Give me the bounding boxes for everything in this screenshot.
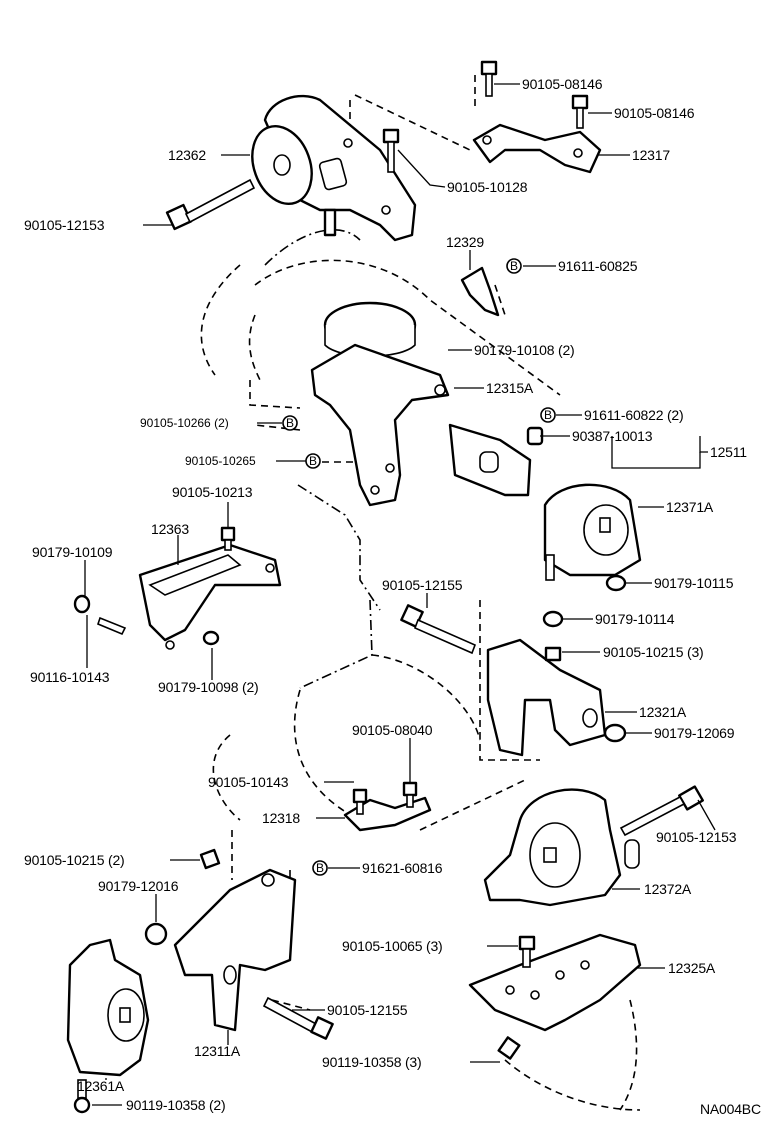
part-label: 12371A [666, 499, 714, 515]
callout-b-icon: B [540, 407, 556, 423]
callout-b-icon: B [282, 415, 298, 431]
bolt-90105-12155-mid [400, 604, 477, 655]
svg-text:B: B [316, 861, 324, 875]
bolt-90105-12153-right [619, 785, 704, 837]
nut-group-right [542, 574, 627, 628]
part-label: 90105-12153 [656, 829, 737, 845]
part-12317-bracket [472, 123, 602, 174]
part-label: 90105-10213 [172, 484, 253, 500]
leader-lines [84, 83, 716, 1106]
part-12371A-mount [543, 483, 642, 581]
part-label: 90105-10128 [447, 179, 528, 195]
part-12321A-bracket [486, 638, 627, 757]
part-label: 90119-10358 (3) [322, 1054, 422, 1070]
part-label: 90116-10143 [30, 669, 110, 685]
part-label: 90387-10013 [572, 428, 653, 444]
svg-text:B: B [544, 408, 552, 422]
part-12318-bracket [343, 781, 432, 832]
part-12315A-bracket [310, 301, 450, 507]
part-label: 90105-10265 [185, 454, 256, 468]
part-label: 90105-10143 [208, 774, 289, 790]
svg-text:B: B [286, 416, 294, 430]
svg-text:B: B [309, 454, 317, 468]
part-label: 90105-10266 (2) [140, 416, 229, 430]
part-label: 90105-12155 [382, 577, 463, 593]
part-label: 12315A [486, 380, 534, 396]
part-12361A-mount [66, 938, 150, 1114]
part-label: 90179-10114 [595, 611, 675, 627]
part-label: 12329 [446, 234, 484, 250]
part-12511-damper [448, 423, 544, 497]
bolt-90105-12155-lower [262, 996, 334, 1040]
part-label: 90105-08146 [522, 76, 603, 92]
part-label: 90105-10215 (3) [603, 644, 704, 660]
part-label: 12325A [668, 960, 716, 976]
part-label: 12311A [194, 1043, 241, 1059]
part-label: 91621-60816 [362, 860, 443, 876]
part-label: 90105-10065 (3) [342, 938, 443, 954]
callout-b-icon: B [506, 258, 522, 274]
part-label: 90105-12153 [24, 217, 105, 233]
part-label: 90105-10215 (2) [24, 852, 125, 868]
part-label: 12511 [710, 444, 747, 460]
part-label: 90179-10109 [32, 544, 113, 560]
part-label: 12317 [632, 147, 670, 163]
part-label: 90105-12155 [327, 1002, 408, 1018]
part-12363-bracket [73, 526, 282, 650]
part-label: 12321A [639, 704, 687, 720]
part-12362-upper-mount [251, 94, 417, 242]
part-12311A-bracket [144, 848, 297, 1032]
part-label: 90179-12069 [654, 725, 735, 741]
part-label: 12372A [644, 881, 692, 897]
part-label: 90179-10115 [654, 575, 734, 591]
part-label: 90179-10108 (2) [474, 342, 575, 358]
part-12372A-mount [483, 788, 640, 907]
part-12329-bracket [460, 266, 500, 317]
part-label: 91611-60822 (2) [584, 407, 684, 423]
part-label: 12361A [77, 1078, 125, 1094]
part-label: 90179-12016 [98, 878, 179, 894]
part-label: 90105-08146 [614, 105, 695, 121]
part-label: 12363 [151, 521, 189, 537]
part-label: 90119-10358 (2) [126, 1097, 226, 1113]
callout-b-icon: B [305, 453, 321, 469]
part-label: 91611-60825 [558, 258, 638, 274]
part-label: 12362 [168, 147, 206, 163]
part-label: 90179-10098 (2) [158, 679, 259, 695]
part-12325A-bracket [468, 933, 642, 1060]
part-labels: 90105-08146 90105-08146 12362 12317 9010… [24, 76, 748, 1113]
callout-symbols: B B B B B [282, 258, 556, 876]
part-label: 90105-08040 [352, 722, 433, 738]
bolt-group-top [165, 60, 589, 231]
callout-b-icon: B [312, 860, 328, 876]
svg-text:B: B [510, 259, 518, 273]
part-label: 12318 [262, 810, 300, 826]
figure-code: NA004BC [700, 1101, 761, 1117]
